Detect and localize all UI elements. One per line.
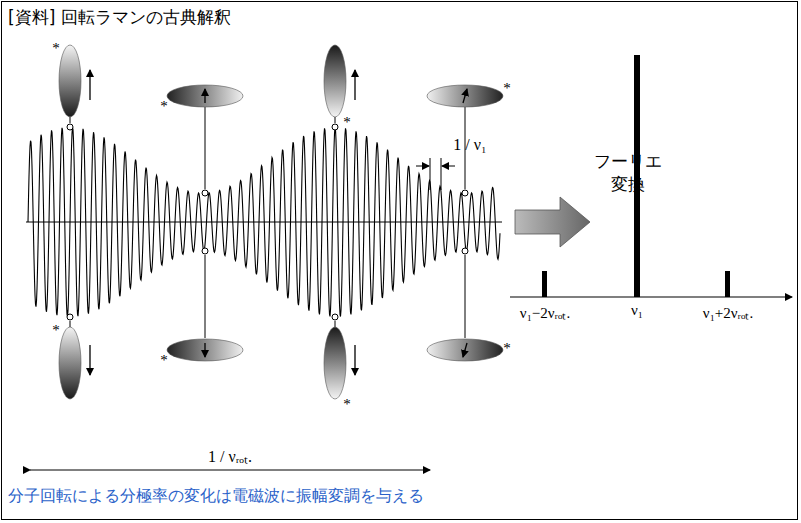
fourier-label: フーリエ 変換	[591, 150, 665, 196]
frequency-label: ν₁	[631, 302, 643, 319]
period-label: 1 / νᵣₒₜ.	[208, 445, 252, 467]
frequency-label: ν₁+2νᵣₒₜ.	[703, 302, 753, 322]
rotation-period-arrow	[30, 470, 430, 471]
frequency-axis	[510, 296, 792, 297]
period-label: 1 / ν₁	[453, 136, 486, 154]
spectrum-lines	[542, 55, 730, 297]
envelope-points	[67, 124, 468, 320]
panel-title: [資料] 回転ラマンの古典解釈	[8, 6, 231, 29]
molecule-ellipses	[59, 45, 503, 399]
fourier-arrow	[515, 197, 590, 247]
asterisk-mark: *	[503, 80, 511, 97]
asterisk-mark: *	[52, 322, 60, 339]
asterisk-mark: *	[503, 340, 511, 357]
asterisk-mark: *	[52, 40, 60, 57]
period-marker	[416, 158, 455, 190]
frequency-label: ν₁−2νᵣₒₜ.	[520, 302, 570, 322]
asterisk-mark: *	[343, 114, 351, 131]
rotation-arrows	[90, 70, 467, 375]
panel-caption: 分子回転による分極率の変化は電磁波に振幅変調を与える	[8, 486, 424, 507]
asterisk-mark: *	[343, 396, 351, 413]
wave-axis	[26, 222, 502, 223]
asterisk-mark: *	[160, 98, 168, 115]
leader-lines	[70, 107, 465, 338]
asterisk-mark: *	[160, 352, 168, 369]
